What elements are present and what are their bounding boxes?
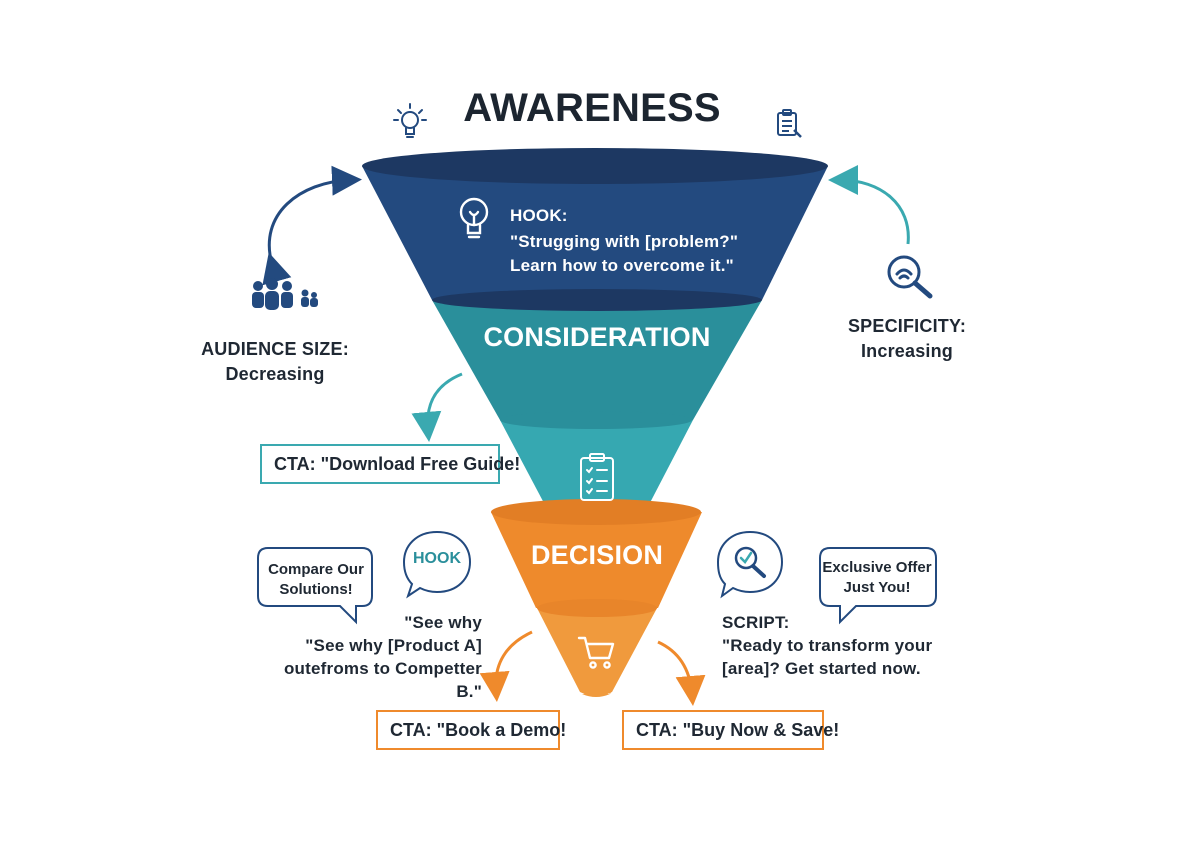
specificity-arrow: [828, 165, 910, 245]
consideration-section: [432, 289, 762, 420]
magnifier-icon: [887, 255, 933, 299]
cta-buy-now: CTA: "Buy Now & Save!: [622, 710, 839, 750]
checklist-icon: [580, 453, 614, 501]
hook-bubble-shape: [402, 530, 472, 599]
buy-arrow: [657, 640, 706, 706]
guide-arrow: [411, 372, 463, 442]
hook-bubble-text: HOOK: [413, 550, 461, 567]
awareness-hook-label: HOOK:: [510, 206, 568, 225]
awareness-hook-text: "Strugging with [problem?" Learn how to …: [510, 232, 739, 275]
lightbulb-icon: [459, 197, 489, 239]
exclusive-bubble-text: Exclusive Offer Just You!: [822, 559, 932, 596]
decision-lower-section: [537, 599, 657, 697]
shopping-cart-icon: [577, 636, 615, 669]
decision-script-text: SCRIPT: "Ready to transform your [area]?…: [722, 613, 933, 678]
lightbulb-icon: [393, 103, 427, 138]
cta-download-guide: CTA: "Download Free Guide!: [260, 444, 520, 484]
stage-consideration-label: CONSIDERATION: [483, 322, 711, 352]
cta-book-demo: CTA: "Book a Demo!: [376, 710, 566, 750]
exclusive-bubble-shape: [819, 547, 937, 625]
stage-decision-label: DECISION: [530, 540, 664, 570]
compare-bubble-shape: [257, 547, 373, 625]
decision-section: [491, 499, 702, 608]
clipboard-icon: [777, 109, 802, 138]
specificity-label: SPECIFICITY: Increasing: [847, 316, 967, 361]
compare-bubble-text: Compare Our Solutions!: [268, 561, 364, 598]
consideration-lower-section: [500, 411, 693, 522]
magnifier-check-icon: [716, 530, 784, 599]
audience-arrow: [262, 165, 362, 286]
audience-size-label: AUDIENCE SIZE: Decreasing: [201, 339, 349, 384]
decision-left-text: "See why "See why [Product A] outefroms …: [283, 613, 482, 701]
people-icon: [252, 278, 318, 310]
demo-arrow: [479, 630, 533, 702]
page-title: AWARENESS: [463, 86, 721, 130]
